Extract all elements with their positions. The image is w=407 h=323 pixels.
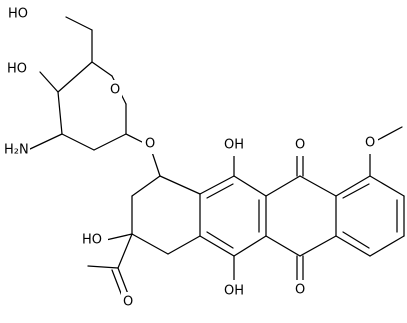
bond [117,233,133,269]
bond [299,235,337,257]
hydroxyl-label: HO [8,7,28,22]
bond [29,133,63,150]
bond [265,175,301,197]
bond [373,126,403,143]
bond [57,91,63,135]
bond [87,265,119,269]
bond [265,235,301,257]
bonds [29,16,405,297]
bond [117,267,129,295]
bond [39,71,59,93]
amino-label: H₂N [4,143,29,158]
bond [61,133,95,151]
acetyl-oxygen-label: O [123,295,133,310]
carbonyl-oxygen-label: O [295,283,305,298]
bond [65,16,93,31]
bond [159,175,201,195]
glycosidic-oxygen-label: O [145,137,155,152]
carbonyl-oxygen-label: O [295,138,305,153]
hydroxyl-label: HO [82,233,102,248]
bond [167,235,201,255]
ring-oxygen-label: O [110,83,120,98]
bond [233,175,267,197]
methoxy-oxygen-label: O [365,136,375,151]
bond [105,233,133,241]
hydroxyl-label: OH [224,284,244,299]
bond [206,183,234,199]
bond [369,235,405,257]
bond [131,175,161,197]
bond [91,61,113,77]
hydroxyl-label: OH [224,138,244,153]
hydroxyl-label: HO [7,62,27,77]
bond [111,269,123,297]
bond [335,175,371,197]
bond [342,231,370,249]
bond [369,175,405,197]
bond [335,235,371,257]
bond [199,235,235,257]
bond [233,235,267,257]
bond [342,183,370,199]
bond [206,231,234,249]
bond [199,175,235,195]
bond [57,61,93,93]
bond [93,133,127,151]
bond [131,233,169,255]
atom-labels: HO O HO H₂N O OH O O HO O OH O [0,4,378,312]
bond [299,175,337,197]
